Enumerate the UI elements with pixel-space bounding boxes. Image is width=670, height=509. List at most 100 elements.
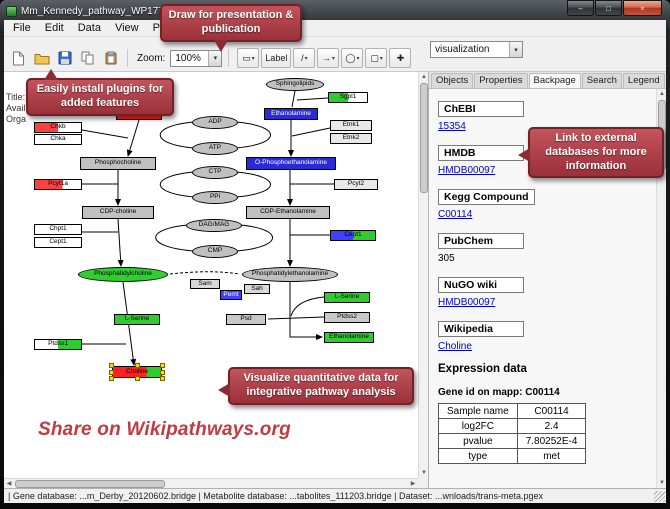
pathway-canvas[interactable]: Title: Avail Orga SphingolipidsSgpl1Chol… — [4, 72, 418, 478]
expression-table-cell: 7.80252E-4 — [516, 433, 587, 449]
node-chka[interactable]: Chka — [34, 134, 82, 145]
node-cmp[interactable]: CMP — [192, 245, 238, 258]
vscroll-thumb[interactable] — [420, 83, 428, 193]
dropdown-arrow-icon[interactable]: ▾ — [251, 55, 255, 62]
close-button[interactable]: × — [623, 0, 662, 16]
node-ppi[interactable]: PPi — [192, 191, 238, 204]
node-cept1[interactable]: Cept1 — [34, 237, 82, 248]
node-dag-mag[interactable]: DAG/MAG — [186, 219, 242, 232]
node-adp[interactable]: ADP — [192, 116, 238, 129]
node-psd[interactable]: Psd — [226, 314, 266, 325]
node-phosphatidylethanolamine[interactable]: Phosphatidylethanolamine — [242, 267, 338, 282]
node-ctp[interactable]: CTP — [192, 166, 238, 179]
node-cdp-ethanolamine[interactable]: CDP-Ethanolamine — [246, 206, 330, 219]
scroll-down-icon[interactable]: ▼ — [421, 470, 427, 476]
callout-visualize: Visualize quantitative data for integrat… — [218, 367, 414, 405]
selection-handle[interactable] — [160, 376, 165, 381]
selection-handle[interactable] — [109, 376, 114, 381]
selection-handle[interactable] — [109, 363, 114, 368]
tab-properties[interactable]: Properties — [474, 73, 528, 88]
save-button[interactable] — [54, 48, 75, 68]
node-phosphocholine[interactable]: Phosphocholine — [80, 157, 156, 170]
node-o-phosphoethanolamine[interactable]: O-Phosphoethanolamine — [246, 157, 336, 170]
node-chpt1[interactable]: Chpt1 — [34, 224, 82, 235]
expression-table-cell: log2FC — [438, 418, 518, 434]
node-l-serine[interactable]: L-Serine — [324, 292, 370, 303]
node-l-serine[interactable]: L-Serine — [114, 314, 160, 325]
node-pcyt1a[interactable]: Pcyt1a — [34, 179, 82, 190]
canvas-vscrollbar[interactable]: ▲ ▼ — [418, 72, 428, 478]
arrow-tool[interactable]: →▾ — [317, 48, 340, 68]
tab-legend[interactable]: Legend — [622, 73, 665, 88]
node-ethanolamine[interactable]: Ethanolamine — [324, 332, 374, 343]
selection-handle[interactable] — [160, 370, 165, 375]
copy-button[interactable] — [77, 48, 98, 68]
line-tool[interactable]: /▾ — [293, 48, 316, 68]
datanode-tool[interactable]: ▭▾ — [237, 48, 260, 68]
node-pcyt2[interactable]: Pcyt2 — [334, 179, 378, 190]
tab-search[interactable]: Search — [581, 73, 622, 88]
selection-handle[interactable] — [135, 363, 140, 368]
new-file-button[interactable] — [8, 48, 29, 68]
callout-plugins: Easily install plugins for added feature… — [26, 69, 174, 116]
title-bar[interactable]: Mm_Kennedy_pathway_WP1771_45176.gpml – □… — [4, 0, 666, 20]
node-etnk1[interactable]: Etnk1 — [330, 120, 372, 131]
selection-handle[interactable] — [109, 370, 114, 375]
minimize-button[interactable]: – — [567, 0, 594, 16]
expression-table-cell: Sample name — [438, 403, 518, 419]
callout-draw-text: Draw for presentation & publication — [168, 9, 294, 35]
node-sphingolipids[interactable]: Sphingolipids — [266, 78, 324, 91]
visualization-combo[interactable]: visualization ▾ — [430, 41, 523, 58]
node-ethanolamine[interactable]: Ethanolamine — [264, 108, 318, 120]
tab-backpage[interactable]: Backpage — [528, 73, 581, 88]
canvas-hscrollbar[interactable]: ◀ ▶ — [4, 478, 418, 488]
node-phosphatidylcholine[interactable]: Phosphatidylcholine — [78, 267, 168, 282]
node-ptdss1[interactable]: Ptdss1 — [34, 339, 82, 350]
db-value-chebi[interactable]: 15354 — [438, 121, 466, 132]
combo-arrow-icon[interactable]: ▾ — [208, 50, 222, 66]
node-sah[interactable]: Sah — [244, 284, 270, 294]
db-header-chebi: ChEBI — [438, 101, 524, 117]
ellipse-tool[interactable]: ◯▾ — [341, 48, 364, 68]
open-file-button[interactable] — [31, 48, 52, 68]
node-pemt[interactable]: Pemt — [220, 290, 242, 300]
node-etnk2[interactable]: Etnk2 — [330, 133, 372, 144]
scroll-up-icon[interactable]: ▲ — [421, 74, 427, 80]
node-cept1[interactable]: Cept1 — [330, 230, 376, 241]
node-chkb[interactable]: Chkb — [34, 122, 82, 133]
dropdown-arrow-icon[interactable]: ▾ — [379, 55, 383, 62]
scroll-up-icon[interactable]: ▲ — [659, 91, 665, 97]
scroll-right-icon[interactable]: ▶ — [410, 481, 416, 487]
anchor-tool[interactable]: ✚ — [389, 48, 412, 68]
node-sgpl1[interactable]: Sgpl1 — [328, 92, 368, 103]
zoom-combo[interactable]: 100% ▾ — [170, 49, 223, 67]
hscroll-thumb[interactable] — [15, 480, 165, 488]
node-ptdss2[interactable]: Ptdss2 — [324, 312, 370, 323]
node-cdp-choline[interactable]: CDP-choline — [82, 206, 154, 219]
paste-button[interactable] — [100, 48, 121, 68]
maximize-button[interactable]: □ — [595, 0, 622, 16]
label-tool[interactable]: Label — [261, 48, 292, 68]
db-value-kegg-compound[interactable]: C00114 — [438, 209, 473, 220]
node-sam[interactable]: Sam — [190, 279, 220, 289]
tab-objects[interactable]: Objects — [431, 73, 474, 88]
dropdown-arrow-icon[interactable]: ▾ — [356, 55, 360, 62]
menu-data[interactable]: Data — [77, 22, 101, 34]
rect-tool[interactable]: ▢▾ — [365, 48, 388, 68]
scroll-down-icon[interactable]: ▼ — [659, 480, 665, 486]
selection-handle[interactable] — [160, 363, 165, 368]
menu-edit[interactable]: Edit — [44, 22, 64, 34]
dropdown-arrow-icon[interactable]: ▾ — [304, 55, 308, 62]
node-atp[interactable]: ATP — [192, 142, 238, 155]
combo-arrow-icon[interactable]: ▾ — [509, 42, 522, 57]
dropdown-arrow-icon[interactable]: ▾ — [331, 55, 335, 62]
menu-view[interactable]: View — [114, 22, 139, 34]
scroll-left-icon[interactable]: ◀ — [6, 481, 12, 487]
paste-icon — [105, 51, 116, 65]
db-value-nugo-wiki[interactable]: HMDB00097 — [438, 297, 496, 308]
db-value-wikipedia[interactable]: Choline — [438, 341, 472, 352]
selection-handle[interactable] — [135, 376, 140, 381]
menu-file[interactable]: File — [13, 22, 31, 34]
resize-grip[interactable] — [654, 491, 665, 502]
db-value-hmdb[interactable]: HMDB00097 — [438, 165, 496, 176]
